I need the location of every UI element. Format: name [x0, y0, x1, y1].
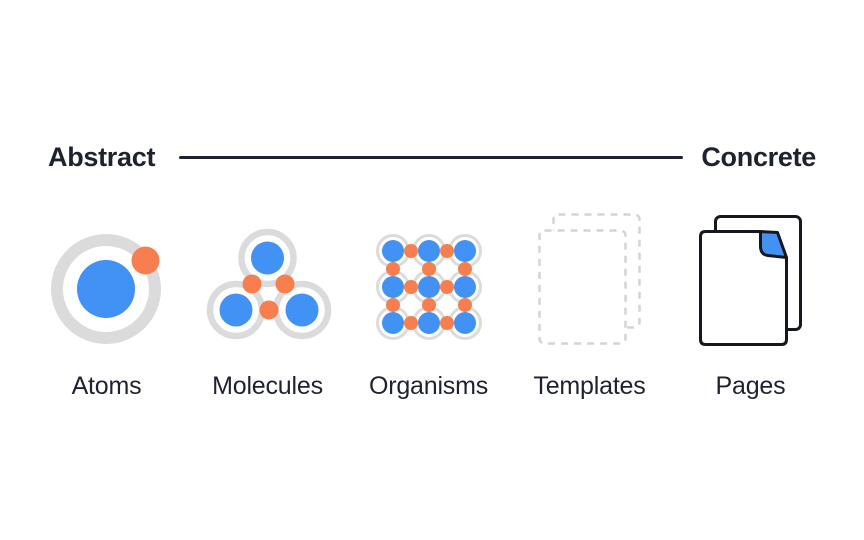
- spectrum-line: [179, 155, 684, 159]
- stage-label-atoms: Atoms: [71, 372, 142, 400]
- stage-label-templates: Templates: [533, 372, 646, 400]
- stage-templates: Templates: [509, 213, 670, 401]
- wireframe-pages-icon: [537, 213, 641, 345]
- spectrum-header: Abstract Concrete: [0, 140, 864, 174]
- atoms-icon-box: [49, 213, 165, 347]
- concrete-label: Concrete: [701, 141, 816, 172]
- folded-corner: [758, 230, 788, 259]
- pages-icon-box: [698, 213, 803, 347]
- stage-label-pages: Pages: [715, 372, 786, 400]
- molecule-icon: [206, 228, 331, 340]
- document-pages-icon: [698, 215, 802, 346]
- stage-molecules: Molecules: [187, 213, 348, 401]
- stage-atoms: Atoms: [26, 213, 187, 401]
- organisms-icon-box: [371, 213, 487, 347]
- stage-label-molecules: Molecules: [212, 372, 323, 400]
- stages-row: Atoms Molecules: [0, 213, 864, 401]
- atom-icon: [50, 234, 161, 344]
- organism-lattice-icon: [375, 234, 482, 340]
- abstract-label: Abstract: [48, 141, 156, 172]
- stage-pages: Pages: [670, 213, 831, 401]
- stage-organisms: Organisms: [348, 213, 509, 401]
- stage-label-organisms: Organisms: [368, 372, 489, 400]
- molecules-icon-box: [203, 213, 333, 347]
- templates-icon-box: [537, 213, 642, 347]
